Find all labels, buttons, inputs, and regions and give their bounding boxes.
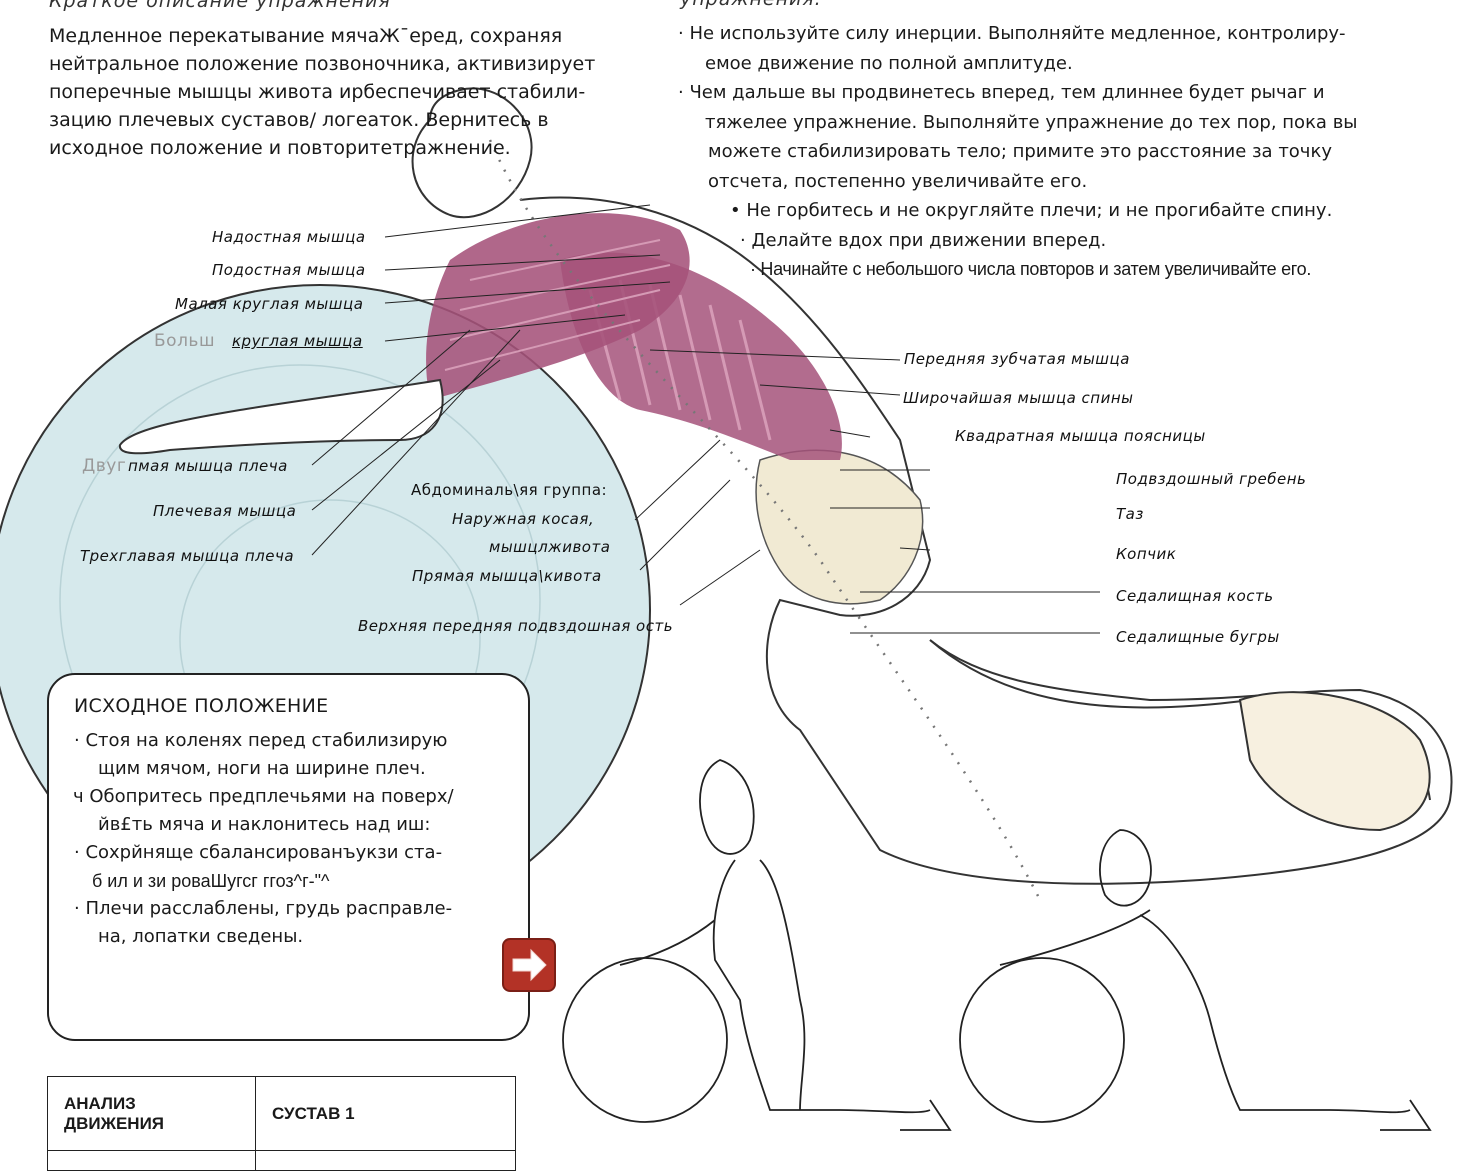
start-position-item: щим мячом, ноги на ширине плеч. (74, 755, 426, 783)
description-line: нейтральное положение позвоночника, акти… (49, 50, 595, 78)
label-infraspinatus: Подостная мышца (212, 261, 366, 279)
tip-line: • Не горбитесь и не округляйте плечи; и … (678, 196, 1358, 226)
label-asis: Верхняя передняя подвздошная ость (358, 617, 673, 635)
label-brachialis: Плечевая мышца (153, 502, 296, 520)
next-step-button[interactable] (502, 938, 556, 992)
description-line: поперечные мышцы живота ирбеспечивает ст… (49, 78, 595, 106)
description-text: Медленное перекатывание мячаЖ¯еред, сохр… (49, 22, 595, 162)
start-position-item: йв£ть мяча и наклонитесь над иш: (74, 811, 430, 839)
label-quadratus: Квадратная мышца поясницы (955, 427, 1206, 445)
label-triceps: Трехглавая мышца плеча (80, 547, 294, 565)
start-position-item: · Сохрйняще сбалансированъукзи ста- (74, 839, 442, 867)
tip-line: · Начинайте с небольшого числа повторов … (678, 255, 1358, 285)
start-position-box: ИСХОДНОЕ ПОЛОЖЕНИЕ · Стоя на коленях пер… (47, 673, 530, 1041)
label-abdominal-group: Абдоминаль\яя группа: (411, 481, 607, 499)
description-line: Медленное перекатывание мячаЖ¯еред, сохр… (49, 22, 595, 50)
label-external-oblique-2: мышцлживота (489, 538, 610, 556)
tip-line: емое движение по полной амплитуде. (678, 49, 1358, 79)
figure-kneeling-start (563, 760, 950, 1130)
table-row (48, 1151, 516, 1171)
label-ischial-tuberosities: Седалищные бугры (1116, 628, 1280, 646)
label-ischium: Седалищная кость (1116, 587, 1274, 605)
label-iliac-crest: Подвздошный гребень (1116, 470, 1306, 488)
start-position-item: ч Обопритесь предплечьями на поверх/ (73, 783, 454, 811)
start-position-item: · Стоя на коленях перед стабилизирую (74, 727, 447, 755)
label-biceps: пмая мышца плеча (128, 457, 288, 475)
tips-list: · Не используйте силу инерции. Выполняйт… (678, 19, 1358, 285)
label-supraspinatus: Надостная мышца (212, 228, 366, 246)
label-latissimus: Широчайшая мышца спины (903, 389, 1134, 407)
label-rectus: Прямая мышца\кивота (412, 567, 602, 585)
tip-line: · Не используйте силу инерции. Выполняйт… (678, 19, 1358, 49)
tips-heading: упражнения: (680, 0, 822, 10)
label-teres-major-prefix: Больш (154, 331, 215, 351)
tip-line: · Делайте вдох при движении вперед. (678, 226, 1358, 256)
table-header-analysis: АНАЛИЗ ДВИЖЕНИЯ (48, 1077, 256, 1151)
start-position-item: · Плечи расслаблены, грудь расправле- (74, 895, 452, 923)
tip-line: тяжелее упражнение. Выполняйте упражнени… (678, 108, 1358, 138)
description-line: зацию плечевых суставов/ логеаток. Верни… (49, 106, 595, 134)
label-biceps-prefix: Двуг (82, 456, 126, 476)
arrow-right-icon (504, 940, 554, 990)
label-teres-minor: Малая круглая мышца (175, 295, 363, 313)
label-coccyx: Копчик (1116, 545, 1176, 563)
tip-line: можете стабилизировать тело; примите это… (678, 137, 1358, 167)
tip-line: отсчета, постепенно увеличивайте его. (678, 167, 1358, 197)
start-position-item: б ил и зи роваШугсг ггоз^г-"^ (74, 867, 330, 895)
label-external-oblique: Наружная косая, (452, 510, 594, 528)
start-position-item: на, лопатки сведены. (74, 923, 303, 951)
table-row: АНАЛИЗ ДВИЖЕНИЯ СУСТАВ 1 (48, 1077, 516, 1151)
table-header-joint: СУСТАВ 1 (256, 1077, 516, 1151)
table-cell (256, 1151, 516, 1171)
label-pelvis: Таз (1116, 505, 1144, 523)
table-cell (48, 1151, 256, 1171)
figure-kneeling-forward (960, 830, 1430, 1130)
calf (1240, 692, 1430, 830)
label-teres-major: круглая мышца (232, 332, 363, 350)
description-heading: Краткое описание упражнения (49, 0, 391, 12)
label-serratus: Передняя зубчатая мышца (904, 350, 1130, 368)
tip-line: · Чем дальше вы продвинетесь вперед, тем… (678, 78, 1358, 108)
pelvis (756, 450, 923, 603)
start-position-title: ИСХОДНОЕ ПОЛОЖЕНИЕ (74, 695, 328, 717)
description-line: исходное положение и повторитетражнение. (49, 134, 595, 162)
